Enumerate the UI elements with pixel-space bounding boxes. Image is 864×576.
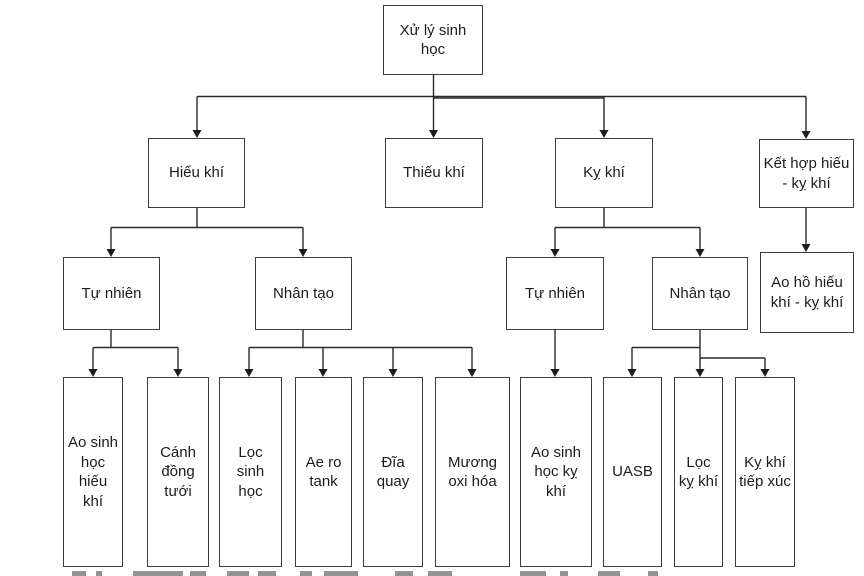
node-tu-nhien-hieu-khi: Tự nhiên [63,257,160,330]
node-ao-sinh-hoc-ky-khi: Ao sinh học kỵ khí [520,377,592,567]
node-ao-sinh-hoc-hieu-khi: Ao sinh học hiếu khí [63,377,123,567]
node-label: Lọc kỵ khí [678,453,719,491]
node-label: Xử lý sinh học [399,21,467,59]
node-label: Tự nhiên [81,284,142,302]
node-label: Kỵ khí tiếp xúc [739,453,791,491]
node-xu-ly-sinh-hoc: Xử lý sinh học [383,5,483,75]
arrow-down-icon [192,130,202,138]
node-label: Nhân tạo [273,284,334,302]
arrow-down-icon [106,249,116,257]
node-label: Nhân tạo [669,284,731,302]
node-label: Ao hồ hiếu khí - kỵ khí [770,274,844,311]
arrow-down-icon [298,249,308,257]
arrow-down-icon [388,369,398,377]
arrow-down-icon [429,130,438,138]
node-label: Đĩa quay [376,453,410,491]
node-ket-hop-hieu-ky-khi: Kết hợp hiếu - kỵ khí [759,139,854,208]
arrow-down-icon [467,369,477,377]
node-label: Ao sinh học hiếu khí [67,434,119,510]
arrow-down-icon [599,130,609,138]
node-uasb: UASB [603,377,662,567]
arrow-down-icon [695,249,705,257]
arrowheads [88,130,811,377]
node-label: UASB [612,463,653,481]
node-label: Lọc sinh học [236,443,265,500]
node-label: Ae ro tank [305,453,342,491]
arrow-down-icon [244,369,254,377]
arrow-down-icon [88,369,98,377]
node-label: Mương oxi hóa [447,453,498,491]
node-aero-tank: Ae ro tank [295,377,352,567]
node-nhan-tao-ky-khi: Nhân tạo [652,257,748,330]
node-ky-khi-tiep-xuc: Kỵ khí tiếp xúc [735,377,795,567]
node-loc-ky-khi: Lọc kỵ khí [674,377,723,567]
arrow-down-icon [550,249,560,257]
arrow-down-icon [801,131,811,139]
arrow-down-icon [695,369,705,377]
node-dia-quay: Đĩa quay [363,377,423,567]
node-label: Kỵ khí [583,164,625,182]
edge-lines [92,75,807,370]
arrow-down-icon [627,369,637,377]
arrow-down-icon [318,369,328,377]
node-label: Hiếu khí [168,164,225,182]
arrow-down-icon [550,369,560,377]
node-canh-dong-tuoi: Cánh đồng tưới [147,377,209,567]
node-tu-nhien-ky-khi: Tự nhiên [506,257,604,330]
cropped-caption-remnant [0,570,864,576]
node-nhan-tao-hieu-khi: Nhân tạo [255,257,352,330]
node-thieu-khi: Thiếu khí [385,138,483,208]
node-label: Tự nhiên [524,284,586,302]
arrow-down-icon [760,369,770,377]
node-hieu-khi: Hiếu khí [148,138,245,208]
node-muong-oxi-hoa: Mương oxi hóa [435,377,510,567]
node-label: Thiếu khí [403,164,465,182]
arrow-down-icon [801,244,811,252]
arrow-down-icon [173,369,183,377]
node-loc-sinh-hoc: Lọc sinh học [219,377,282,567]
node-label: Kết hợp hiếu - kỵ khí [763,155,850,192]
node-label: Ao sinh học kỵ khí [530,443,582,500]
node-ky-khi: Kỵ khí [555,138,653,208]
node-ao-ho-hieu-khi-ky-khi: Ao hồ hiếu khí - kỵ khí [760,252,854,333]
node-label: Cánh đồng tưới [160,443,196,500]
